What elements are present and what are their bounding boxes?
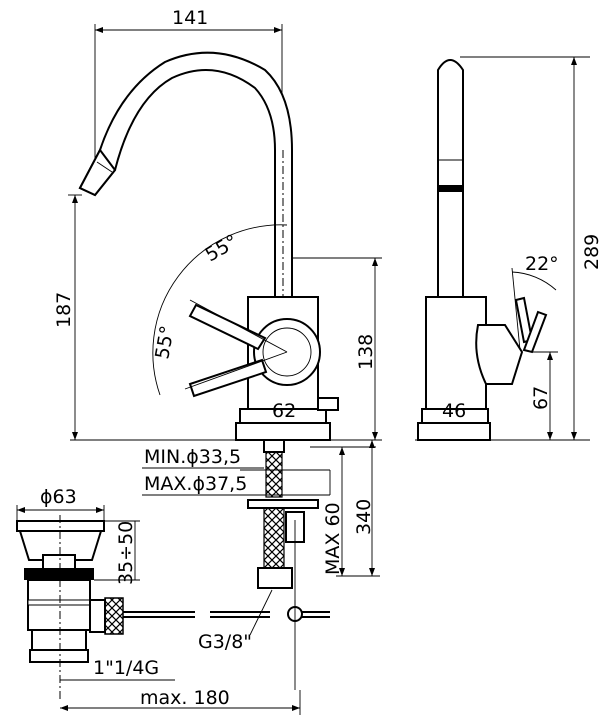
dim-height-289: 289: [581, 234, 602, 270]
dim-range-35-50: 35÷50: [115, 521, 137, 585]
hole-min-label: MIN.ϕ33,5: [144, 446, 241, 468]
dim-max-60: MAX 60: [322, 502, 344, 575]
dim-width-46: 46: [442, 400, 466, 422]
drain-view: [16, 505, 301, 715]
hole-max-label: MAX.ϕ37,5: [144, 473, 247, 495]
dim-diameter-63: ϕ63: [40, 486, 77, 508]
dim-width-62: 62: [272, 400, 296, 422]
dim-height-187: 187: [53, 292, 75, 328]
dim-length-340: 340: [353, 499, 375, 535]
dim-height-67: 67: [530, 386, 552, 410]
side-view: [415, 56, 590, 441]
dim-angle-55-top: 55°: [202, 230, 242, 266]
dim-angle-22: 22°: [525, 253, 559, 275]
thread-114-label: 1"1/4G: [93, 657, 159, 679]
dim-angle-55-left: 55°: [151, 324, 179, 361]
dim-width-141: 141: [172, 7, 208, 29]
dim-max-180: max. 180: [140, 687, 230, 709]
dim-height-138: 138: [355, 334, 377, 370]
thread-g38-label: G3/8": [198, 631, 252, 653]
front-view: [68, 24, 382, 690]
